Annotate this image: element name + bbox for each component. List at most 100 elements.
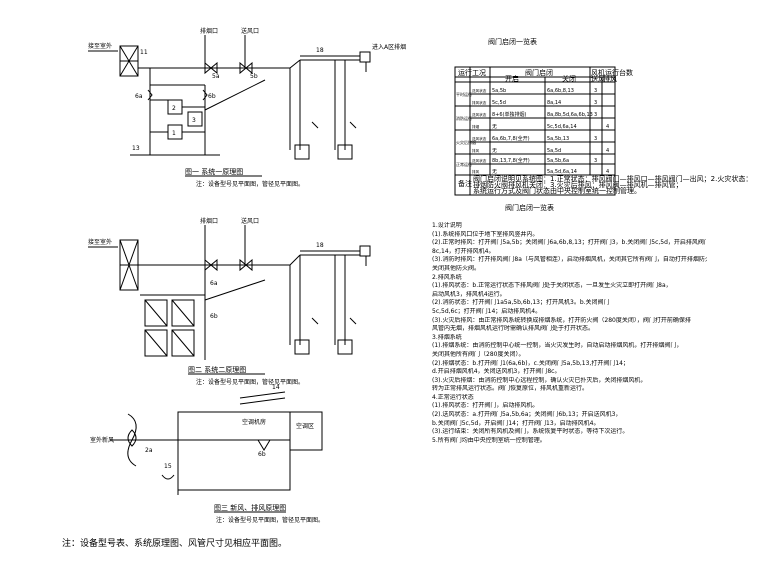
d2-duct-no: 18 [316, 242, 324, 249]
table-cell-close: 5a,5b,6a [547, 158, 569, 164]
th-valve: 阀门启闭 [525, 68, 553, 77]
svg-text:13: 13 [132, 145, 140, 152]
note-line: 关闭其他所有阀门（280度关闭）。 [432, 350, 525, 358]
table-cell-open: 6a,6b,7,8(全开) [492, 135, 530, 142]
table-cell-mode: 排烟 [472, 124, 480, 129]
table-cell-fan1: 3 [594, 112, 597, 118]
table-cell-fan1: 3 [594, 88, 597, 94]
th-supply: 送风 [591, 74, 605, 83]
d3-room-a-box [177, 411, 291, 491]
note-line: b.关闭阀门5c,5d，开启阀门14；打开阀门13，启动排风机4。 [432, 419, 600, 427]
d2-caption: 图二 系统二原理图 [188, 365, 246, 374]
svg-text:6a: 6a [210, 280, 218, 287]
d1-room-a: 排烟口 [200, 27, 218, 35]
table-cell-mode: 送风状态 [472, 136, 487, 141]
note-line: 转为正常排风运行状态。阀门恢复原位，排风机重新运行。 [432, 385, 589, 393]
table-cell-mode: 送风状态 [472, 88, 487, 93]
note-line: 1.设计说明 [432, 222, 462, 229]
d3-room-b: 空调区 [296, 422, 314, 430]
d3-room-a: 空调机房 [242, 418, 266, 426]
note-line: 风管内无烟，排烟风机运行时需确认排风阀门处于打开状态。 [432, 325, 595, 333]
d1-right-tag: 进入A区排烟 [372, 43, 406, 51]
th-exhaust: 排风 [603, 74, 617, 83]
th-close: 关闭 [562, 74, 576, 83]
svg-text:1: 1 [172, 130, 176, 137]
table-cell-close: 5c,5d,6a,14 [547, 124, 577, 130]
svg-text:5b: 5b [250, 73, 258, 80]
table-cell-open: 无 [492, 169, 497, 175]
d1-caption-note: 注：设备型号见平面图，管径见平面图。 [196, 180, 304, 188]
table-cell-fan1: 3 [594, 136, 597, 142]
table-cell-fan1: 3 [594, 158, 597, 164]
svg-text:3: 3 [192, 117, 196, 124]
note-line: 5c,5d,6c；打开阀门14；启动排风机4。 [432, 307, 542, 315]
note-line: (1).系统排风口位于地下室排风竖井内。 [432, 230, 539, 238]
note-line: 3.排烟系统 [432, 333, 462, 341]
svg-text:2a: 2a [145, 447, 153, 454]
svg-text:6b: 6b [258, 451, 266, 458]
note-line: d.开启排烟风机4，关闭送风机3，打开阀门8c。 [432, 368, 561, 376]
table-cell-fan2: 4 [606, 148, 609, 154]
note-line: (2).正常时排风：打开阀门5a,5b；关闭阀门6a,6b,8,13；打开阀门3… [432, 239, 707, 247]
th-fans: 风机运行台数 [591, 68, 633, 77]
table-cell-mode: 排风 [472, 169, 480, 174]
note-line: 4.正常运行状态 [432, 393, 474, 401]
diagram-2: 接至室外 排烟口 送风口 18 [88, 217, 371, 386]
th-open: 开启 [505, 74, 519, 83]
svg-text:11: 11 [140, 49, 148, 56]
d3-caption: 图三 新风、排风原理图 [214, 503, 286, 512]
table-cell-close: 6a,6b,8,13 [547, 88, 574, 94]
footnote: 注：设备型号表、系统原理图、风管尺寸见相应平面图。 [62, 539, 288, 549]
table-cell-group: 正常运行 [456, 161, 472, 167]
table-cell-close: 5a,5b,13 [547, 136, 569, 142]
table-note-1: 阀门启闭说明见系统图：1.正常状态：排风阀门—排风口—排风阀门—出风；2.火灾状… [473, 174, 752, 183]
table-cell-close: 5a,5d,6a,14 [547, 169, 577, 175]
table-cell-fan2: 4 [606, 124, 609, 130]
table-cell-open: 8b,13,7,8(全开) [492, 157, 530, 164]
note-line: 启动风机3，排风机4运行。 [432, 290, 506, 298]
svg-text:15: 15 [164, 463, 172, 470]
table-caption: 阀门启闭一览表 [505, 203, 554, 212]
note-line: (3).运行结束：关闭所有风机及阀门，系统恢复平时状态，等待下次运行。 [432, 428, 629, 436]
table-cell-mode: 排风状态 [472, 100, 487, 105]
note-line: (1).排烟系统：由消防控制中心统一控制，当火灾发生时，自动启动排烟风机，打开排… [432, 342, 683, 350]
d2-left-tag: 接至室外 [88, 238, 112, 246]
d1-caption: 图一 系统一原理图 [185, 167, 243, 176]
note-line: (1).排风状态：打开阀门，启动排风机。 [432, 402, 539, 410]
svg-text:14: 14 [272, 384, 280, 391]
table-cell-fan1: 3 [594, 100, 597, 106]
d1-room-b: 送风口 [241, 27, 259, 35]
note-line: (2).排烟状态：b.打开阀门1(6a,6b)，c.关闭阀门5a,5b,13,打… [432, 359, 629, 367]
table-cell-open: 5a,5b [492, 88, 506, 94]
table-cell-close: 5a,5d [547, 148, 561, 154]
table-title: 阀门启闭一览表 [488, 37, 537, 46]
design-notes: 1.设计说明(1).系统排风口位于地下室排风竖井内。(2).正常时排风：打开阀门… [432, 222, 707, 445]
table-cell-group: 平时运行 [456, 91, 472, 97]
d3-left-tag: 室外新风 [90, 436, 114, 444]
d2-room-b: 送风口 [241, 217, 259, 225]
table-note-2: 排烟防火阀排风机关闭：3.火灾后排风：排风阀—排风机—排风管； [473, 180, 683, 189]
note-line: (2).送风状态：a.打开阀门5a,5b,6a；关闭阀门6b,13；开启送风机3… [432, 411, 622, 419]
note-line: 5.所有阀门均由中央控制室统一控制管理。 [432, 436, 546, 444]
table-cell-mode: 送风状态 [472, 158, 487, 163]
table-cell-group: 火灾后排烟 [456, 139, 476, 145]
table-cell-open: 5c,5d [492, 100, 506, 106]
table-cell-group: 消防运行 [456, 115, 472, 121]
svg-text:6a: 6a [135, 93, 143, 100]
table-cell-close: 8a,8b,5d,6a,6b,13 [547, 112, 593, 118]
diagram-3: 室外新风 2a 空调机房 空调区 14 6b 15 图三 新风、排风原理图 注：… [90, 384, 324, 524]
note-line: 2.排风系统 [432, 273, 462, 281]
note-line: (3).火灾后排烟：由消防控制中心远程控制，确认火灾已扑灭后，关闭排烟风机， [432, 376, 647, 384]
table-cell-open: 无 [492, 148, 497, 154]
table-cell-mode: 送风状态 [472, 112, 487, 117]
svg-text:6b: 6b [210, 313, 218, 320]
table-note-3: 系统运行方式及阀门状态由中央控制室统一控制管理。 [473, 186, 641, 195]
th-mode: 运行工况 [458, 68, 486, 77]
note-line: 关闭其他防火阀。 [432, 264, 481, 272]
d1-left-tag: 接至室外 [88, 42, 112, 50]
diagram-1: 接至室外 11 排烟口 送风口 5a 5b 18 进入A区排烟 [88, 27, 406, 188]
table-cell-open: 8+6(单独排烟) [492, 111, 527, 118]
svg-text:2: 2 [172, 105, 176, 112]
d3-caption-note: 注：设备型号见平面图，管径见平面图。 [216, 516, 324, 524]
